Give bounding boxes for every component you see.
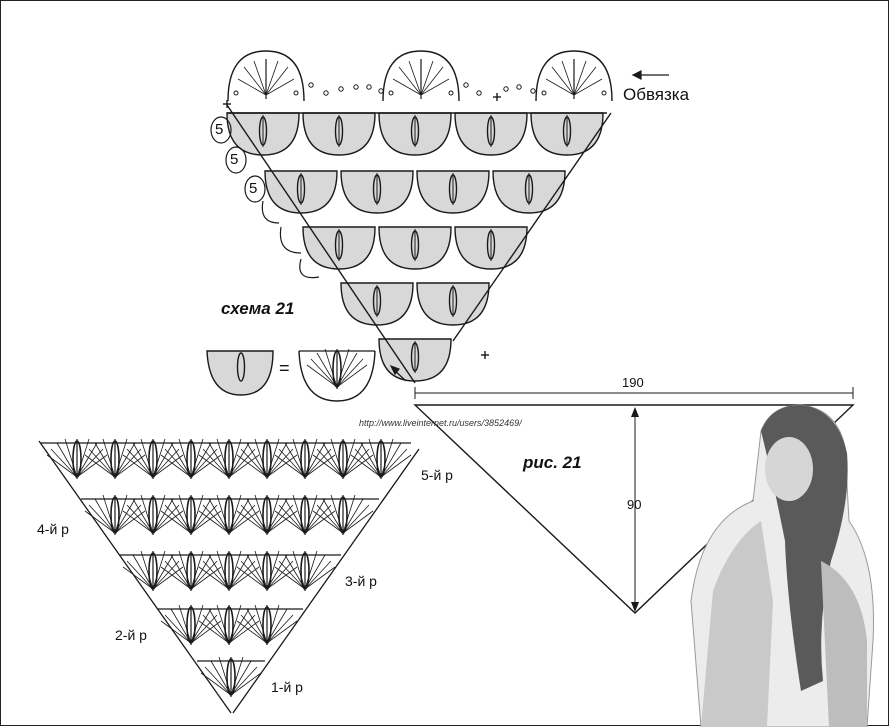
shell-row-1 bbox=[226, 112, 604, 156]
direction-arrows bbox=[389, 70, 669, 382]
edging-chain bbox=[308, 82, 536, 96]
fan-row-4 bbox=[81, 494, 379, 536]
row-label-5: 5-й р bbox=[421, 467, 453, 483]
row-label-1: 1-й р bbox=[271, 679, 303, 695]
scheme-title: схема 21 bbox=[221, 299, 295, 318]
plus-marks bbox=[223, 93, 501, 359]
shell-row-4 bbox=[340, 282, 490, 326]
fan-row-5 bbox=[41, 438, 412, 480]
source-url: http://www.liveinternet.ru/users/3852469… bbox=[359, 418, 522, 428]
shell-row-3 bbox=[302, 226, 528, 270]
equals-sign: = bbox=[279, 358, 290, 378]
row-label-3: 3-й р bbox=[345, 573, 377, 589]
scheme-edges bbox=[226, 104, 612, 384]
width-dimension: 190 bbox=[622, 375, 644, 390]
fan-row-3 bbox=[119, 550, 341, 592]
scheme-21 bbox=[210, 50, 669, 384]
loop-count-2: 5 bbox=[230, 151, 239, 168]
fan-diagram bbox=[38, 438, 420, 714]
turning-loops bbox=[210, 116, 320, 279]
loop-count-3: 5 bbox=[249, 180, 258, 197]
figure-title: рис. 21 bbox=[523, 453, 582, 472]
shell-row-2 bbox=[264, 170, 566, 214]
row-label-2: 2-й р bbox=[115, 627, 147, 643]
height-dimension: 90 bbox=[627, 497, 642, 512]
row-label-4: 4-й р bbox=[37, 521, 69, 537]
model-photo bbox=[690, 404, 874, 727]
fan-edges bbox=[38, 440, 420, 714]
fan-row-1 bbox=[197, 656, 265, 698]
legend-equivalence bbox=[206, 348, 376, 402]
loop-count-1: 5 bbox=[215, 121, 224, 138]
edging-label: Обвязка bbox=[623, 85, 690, 104]
fan-row-2 bbox=[157, 604, 303, 646]
